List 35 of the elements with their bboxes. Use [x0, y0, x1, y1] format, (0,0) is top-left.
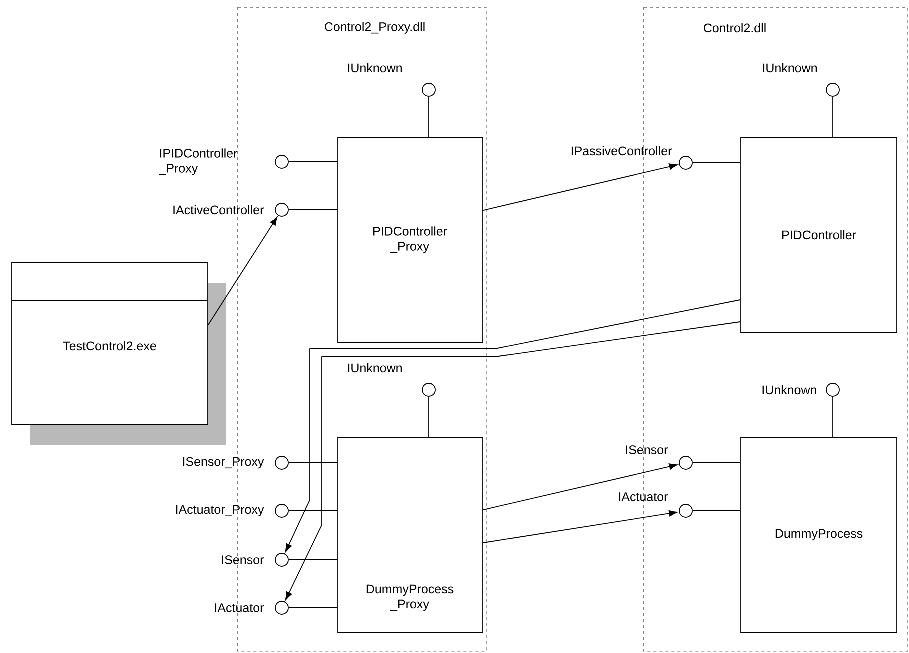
interface-label: IUnknown	[762, 385, 816, 395]
interface-label: IActuator_Proxy	[176, 505, 264, 517]
connector-line	[692, 510, 741, 512]
component-box: PIDController _Proxy	[338, 138, 484, 344]
arrow	[483, 510, 678, 544]
interface-label: IUnknown	[348, 63, 402, 73]
component-box: DummyProcess	[740, 438, 898, 634]
connector-line	[832, 396, 834, 438]
connector-line	[692, 162, 741, 164]
interface-label: IPIDController _Proxy	[159, 148, 238, 176]
interface-label: IActuator	[619, 492, 668, 502]
arrow	[285, 300, 741, 552]
arrow	[285, 322, 741, 600]
connector-line	[288, 510, 338, 512]
container-title: Control2.dll	[704, 23, 766, 33]
arrow	[483, 164, 678, 211]
connector-line	[428, 96, 430, 138]
component-box: DummyProcess _Proxy	[338, 438, 484, 634]
arrow	[208, 217, 278, 326]
executable-box: TestControl2.exe	[12, 262, 226, 445]
interface-label: ISensor	[222, 556, 264, 564]
connector-line	[288, 462, 338, 464]
container-title: Control2_Proxy.dll	[325, 22, 425, 34]
interface-label: ISensor	[626, 446, 668, 454]
interface-label: IUnknown	[348, 363, 402, 373]
connector-line	[428, 396, 430, 438]
connector-line	[692, 462, 741, 464]
interface-label: IPassiveController	[572, 146, 672, 156]
component-box: PIDController	[740, 138, 898, 334]
interface-label: IActuator	[215, 604, 264, 612]
interface-label: ISensor_Proxy	[183, 457, 264, 469]
interface-label: IActiveController	[174, 205, 264, 215]
connector-line	[832, 96, 834, 138]
interface-label: IUnknown	[763, 63, 817, 73]
arrow	[483, 464, 678, 510]
